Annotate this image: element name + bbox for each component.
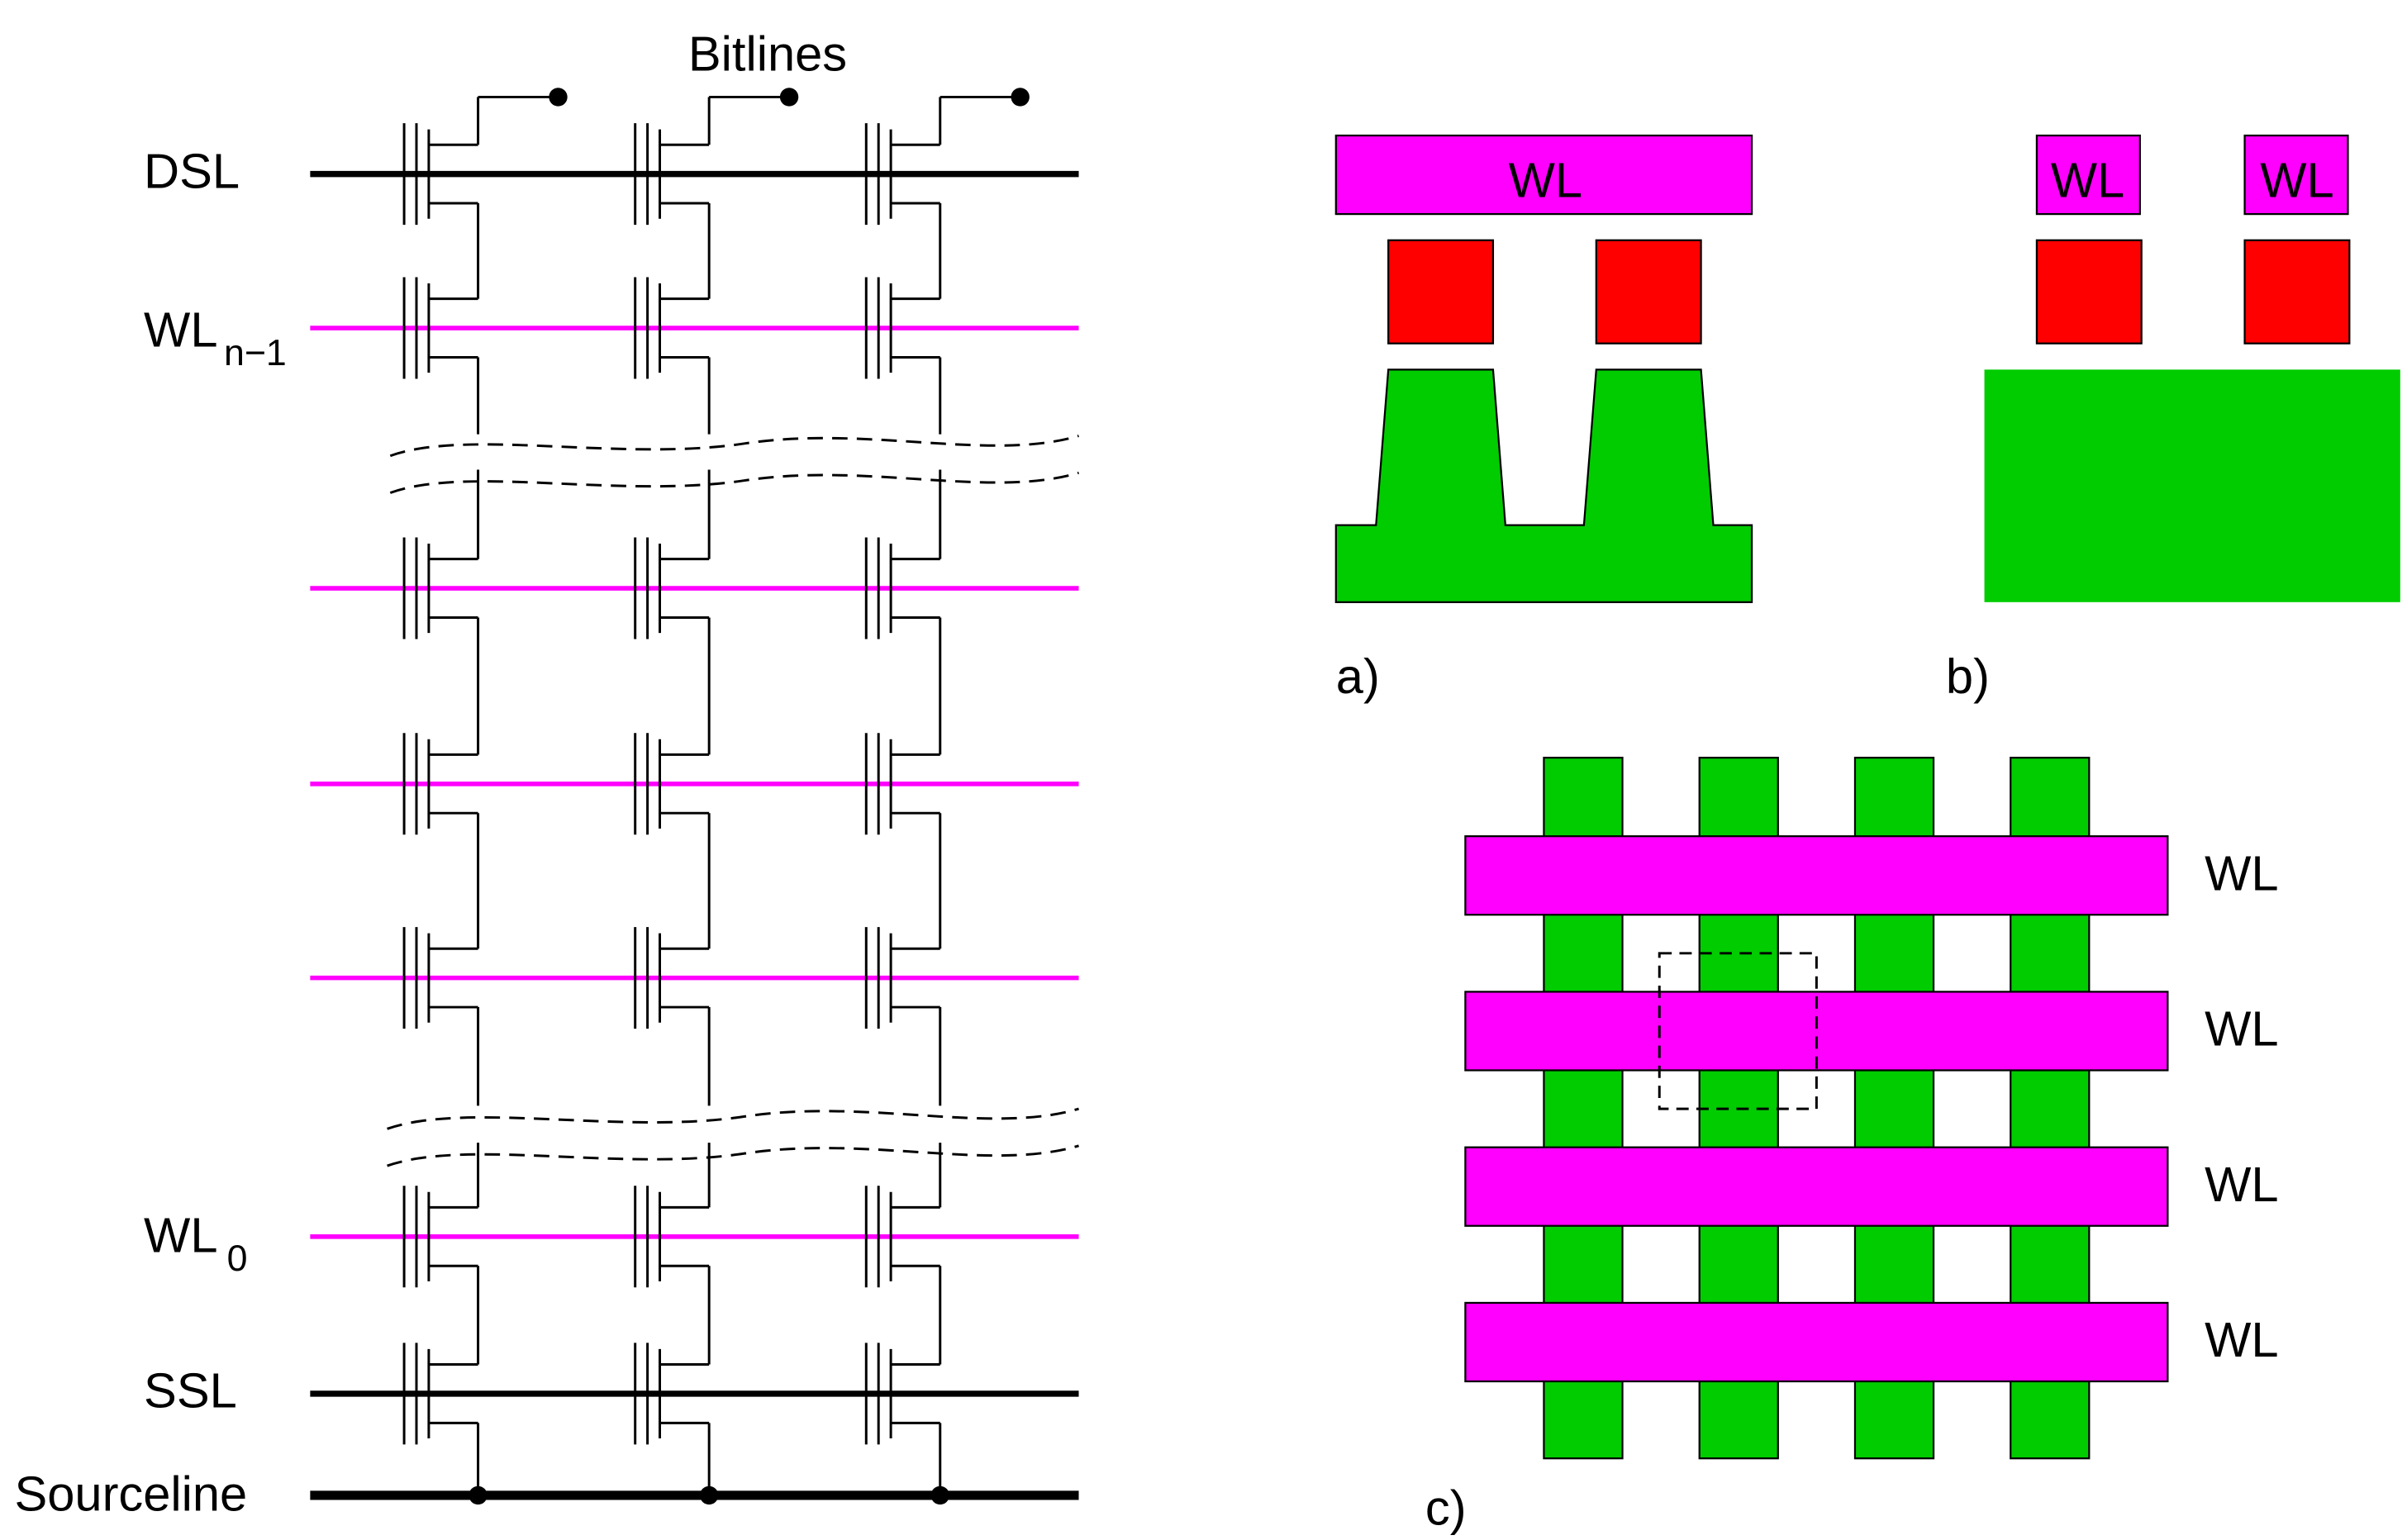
bitline-contact: [549, 88, 568, 107]
panel-c-wl-label: WL: [2205, 1157, 2278, 1212]
panel-b-active-area: [1984, 369, 2400, 602]
panel-a-wordline: [1334, 134, 1753, 216]
panel-c-top-view: WL WL WL WL c): [1425, 756, 2279, 1535]
floating-gate: [2035, 239, 2143, 345]
nand-strings: [402, 88, 1030, 1505]
panel-a-cross-section: WL a): [1334, 134, 1753, 704]
panel-b-wl-label: WL: [2260, 153, 2333, 208]
panel-a-active-fins: [1334, 368, 1753, 603]
dsl-label: DSL: [144, 143, 240, 198]
sourceline-junction: [699, 1485, 719, 1505]
ssl-label: SSL: [144, 1363, 237, 1419]
panel-c-wl-label: WL: [2205, 1312, 2278, 1367]
panel-b-wordline: [2243, 134, 2349, 216]
panel-c-wordline: [1464, 1301, 2169, 1383]
panel-c-wordline: [1464, 835, 2169, 916]
floating-gate: [1595, 239, 1702, 345]
sourceline-junction: [930, 1485, 949, 1505]
panel-c-caption: c): [1425, 1480, 1467, 1535]
panel-a-caption: a): [1336, 649, 1380, 704]
panel-b-wordline: [2035, 134, 2141, 216]
wl-n-1-base: WL: [144, 302, 217, 357]
sourceline-junction: [469, 1485, 488, 1505]
panel-c-wl-label: WL: [2205, 845, 2278, 901]
bitline-contact: [1011, 88, 1030, 107]
bitline-contact: [779, 88, 799, 107]
floating-gate: [2243, 239, 2351, 345]
wl-0-base: WL: [144, 1207, 217, 1262]
panel-c-wordline: [1464, 1146, 2169, 1227]
wl-0-subscript: 0: [227, 1238, 248, 1279]
panel-a-wl-label: WL: [1509, 153, 1582, 208]
break-marks-top: [389, 435, 1079, 494]
panel-c-wl-label: WL: [2205, 1001, 2278, 1057]
wl-n-1-subscript: n−1: [224, 333, 287, 373]
floating-gate: [1387, 239, 1495, 345]
bitlines-label: Bitlines: [688, 26, 847, 82]
unit-cell-outline: [1658, 952, 1818, 1110]
panel-b-caption: b): [1946, 649, 1990, 704]
sourceline-label: Sourceline: [14, 1466, 247, 1522]
panel-b-cross-section: WL WL b): [1946, 134, 2400, 704]
panel-b-wl-label: WL: [2051, 153, 2124, 208]
break-marks-bottom: [387, 1107, 1079, 1167]
